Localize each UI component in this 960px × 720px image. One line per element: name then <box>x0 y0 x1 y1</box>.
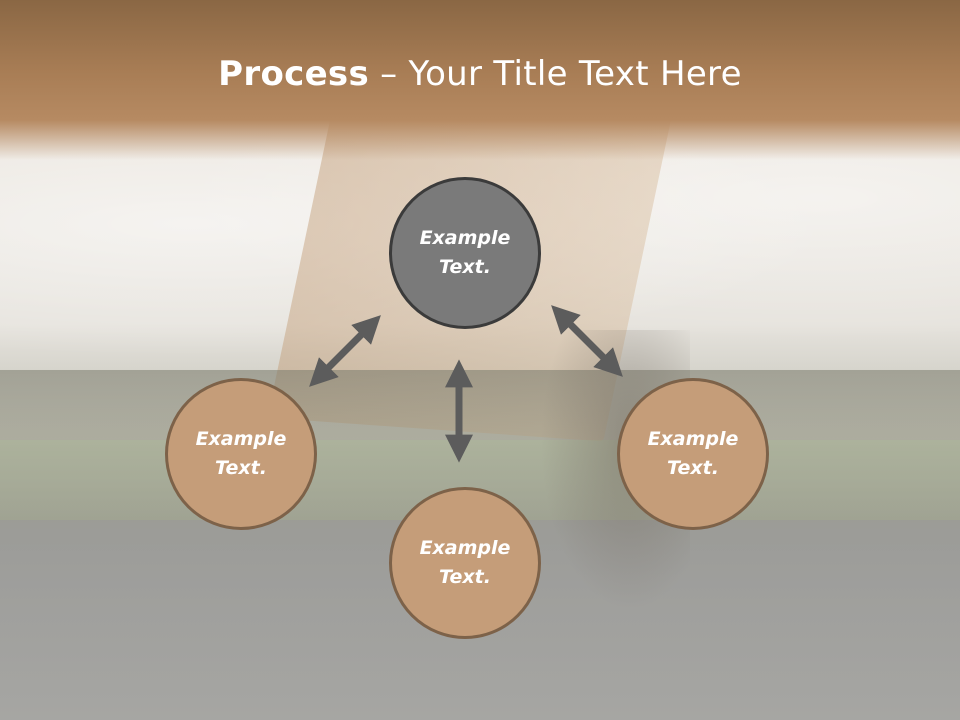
node-bottom-line1: Example <box>419 537 511 559</box>
node-top-line2: Text. <box>439 256 491 278</box>
process-node-top[interactable]: Example Text. <box>389 177 541 329</box>
title-bold-part: Process <box>218 54 370 94</box>
process-node-left[interactable]: Example Text. <box>165 378 317 530</box>
node-bottom-line2: Text. <box>439 566 491 588</box>
arrow-top-left <box>309 315 381 387</box>
node-right-line2: Text. <box>667 457 719 479</box>
node-right-text: Example Text. <box>633 425 753 483</box>
background-treeline <box>0 370 960 440</box>
node-bottom-text: Example Text. <box>405 534 525 592</box>
node-right-line1: Example <box>647 428 739 450</box>
process-node-right[interactable]: Example Text. <box>617 378 769 530</box>
node-top-line1: Example <box>419 227 511 249</box>
title-banner <box>0 0 960 160</box>
node-left-line1: Example <box>195 428 287 450</box>
node-left-line2: Text. <box>215 457 267 479</box>
process-node-bottom[interactable]: Example Text. <box>389 487 541 639</box>
node-left-text: Example Text. <box>181 425 301 483</box>
node-top-text: Example Text. <box>405 224 525 282</box>
arrow-top-right <box>551 305 623 377</box>
title-rest-part: – Your Title Text Here <box>369 54 742 94</box>
slide-title[interactable]: Process – Your Title Text Here <box>0 54 960 94</box>
